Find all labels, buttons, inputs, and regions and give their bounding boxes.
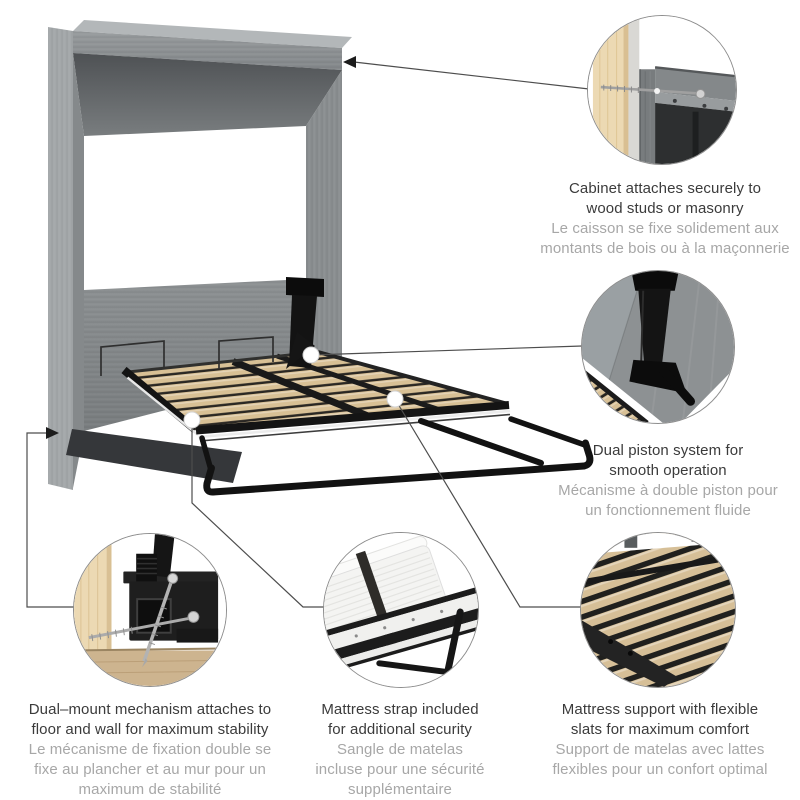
mattress-strap-icon: [324, 533, 478, 687]
connector-dual-mount: [26, 432, 74, 608]
caption-fr-line: fixe au plancher et au mur pour un: [34, 761, 266, 778]
mattress-retainer-wire-right: [218, 336, 274, 369]
bed-frame-rail: [324, 583, 478, 680]
callout-circle-mattress-support: [580, 532, 736, 688]
callout-caption-mattress-support: Mattress support with flexible slats for…: [525, 700, 795, 780]
callout-caption-dual-mount: Dual–mount mechanism attaches to floor a…: [5, 700, 295, 800]
caption-en-line: smooth operation: [609, 462, 727, 479]
caption-fr-line: Le caisson se fixe solidement aux: [551, 220, 779, 237]
callout-caption-dual-piston: Dual piston system for smooth operation …: [530, 441, 800, 521]
connector-cabinet-attachment: [353, 61, 590, 90]
connector-mattress-strap: [191, 420, 324, 608]
mattress-retainer-wire-left: [100, 340, 165, 376]
piston-bracket: [286, 277, 324, 297]
caption-fr-line: Le mécanisme de fixation double se: [28, 741, 272, 758]
piston-mechanism-icon: [582, 271, 734, 423]
caption-fr-line: Support de matelas avec lattes: [555, 741, 765, 758]
piston: [629, 271, 696, 406]
frame-leg: [376, 608, 464, 677]
anchor-dot-slats: [386, 390, 404, 408]
connector-mattress-support: [394, 398, 581, 608]
bed-frame: [100, 277, 594, 496]
cabinet: [48, 20, 352, 490]
anchor-dot-piston: [302, 346, 320, 364]
callout-circle-mattress-strap: [323, 532, 479, 688]
caption-en-line: Dual piston system for: [592, 442, 744, 459]
center-rail: [581, 553, 735, 586]
caption-fr-line: incluse pour une sécurité: [315, 761, 485, 778]
deck-left-rail: [121, 366, 198, 433]
slat-field: [581, 533, 735, 687]
caption-en-line: Dual–mount mechanism attaches to: [28, 701, 272, 718]
callout-caption-cabinet-attachment: Cabinet attaches securely to wood studs …: [525, 179, 800, 259]
cabinet-panel-edge: [639, 69, 656, 164]
arrow-right-icon: [46, 427, 59, 439]
connector-dual-piston: [310, 345, 583, 356]
callout-circle-cabinet-attachment: [587, 15, 737, 165]
caption-fr-line: Sangle de matelas: [337, 741, 463, 758]
cabinet-top-face: [73, 20, 352, 48]
caption-fr-line: maximum de stabilité: [78, 781, 222, 798]
frame-leg-tube: [151, 534, 175, 578]
wall-screw: [88, 610, 200, 642]
cabinet-wall-screw-icon: [588, 16, 736, 164]
deck-center-rail: [231, 358, 370, 420]
caption-en-line: Mattress support with flexible: [561, 701, 759, 718]
callout-caption-mattress-strap: Mattress strap included for additional s…: [285, 700, 515, 800]
caption-en-line: floor and wall for maximum stability: [31, 721, 269, 738]
caption-en-line: slats for maximum comfort: [570, 721, 750, 738]
floor-screw: [142, 572, 179, 668]
arrow-left-icon: [343, 56, 356, 68]
caption-fr-line: flexibles pour un confort optimal: [552, 761, 768, 778]
anchor-dot-frame: [183, 411, 201, 429]
caption-en-line: wood studs or masonry: [586, 200, 744, 217]
floor-wall-bracket-icon: [74, 534, 226, 686]
flexible-slats-icon: [581, 533, 735, 687]
caption-fr-line: montants de bois ou à la maçonnerie: [540, 240, 790, 257]
cabinet-left-stile: [73, 53, 84, 488]
callout-circle-dual-mount: [73, 533, 227, 687]
caption-fr-line: supplémentaire: [348, 781, 452, 798]
mounting-screw: [600, 84, 706, 99]
cabinet-base: [66, 429, 242, 483]
caption-en-line: Mattress strap included: [321, 701, 479, 718]
callout-circle-dual-piston: [581, 270, 735, 424]
cabinet-inner-ceiling: [73, 53, 342, 136]
leg-support: [199, 416, 594, 496]
caption-fr-line: un fonctionnement fluide: [585, 502, 751, 519]
caption-en-line: Cabinet attaches securely to: [568, 180, 762, 197]
caption-en-line: for additional security: [327, 721, 473, 738]
deck-front-rail: [195, 401, 510, 435]
caption-fr-line: Mécanisme à double piston pour: [558, 482, 778, 499]
